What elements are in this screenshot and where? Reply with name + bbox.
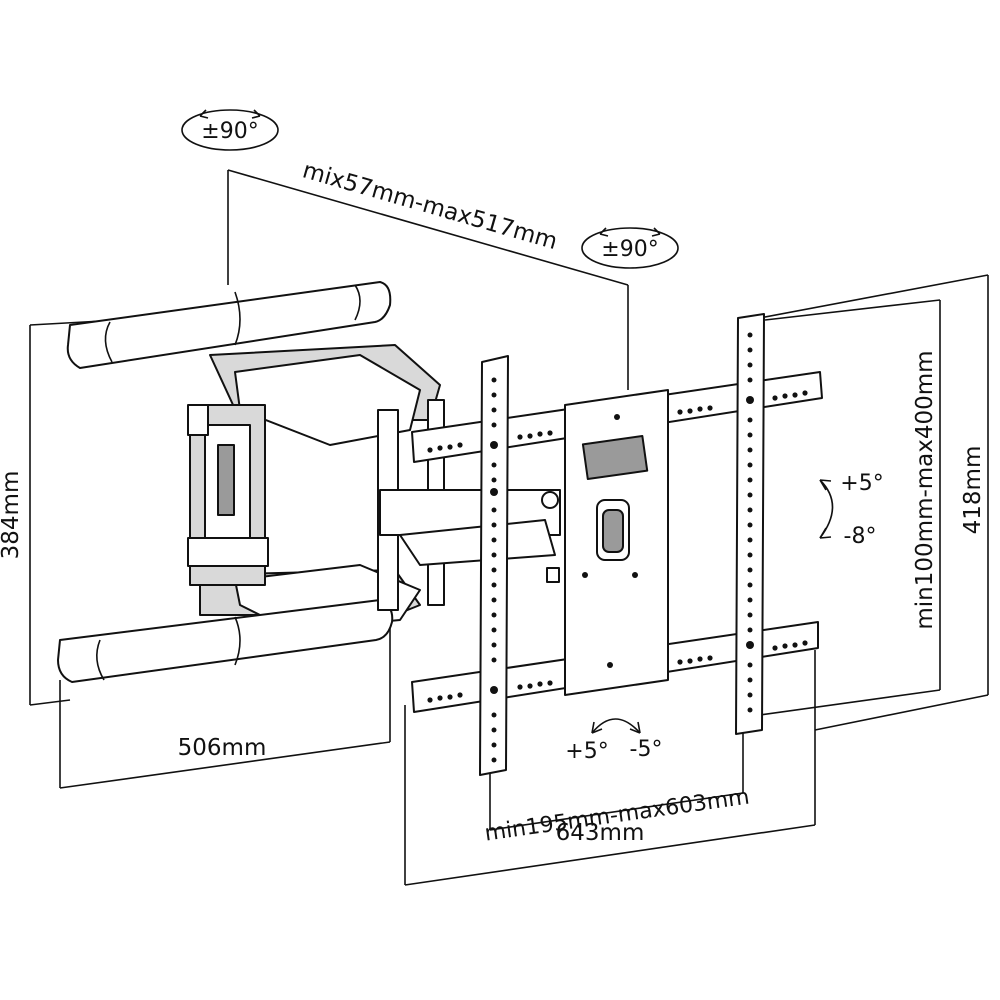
height-left-label: 384mm: [0, 471, 24, 560]
wall-plate: [187, 404, 269, 586]
swivel-right-indicator: [581, 227, 679, 269]
tilt-down-label: -8°: [844, 524, 877, 549]
rotate-plus-label: +5°: [565, 739, 608, 764]
pivot-columns: [377, 399, 561, 611]
swivel-left-indicator: [181, 109, 279, 151]
tilt-indicator: [819, 479, 834, 539]
width-plate-label: 643mm: [556, 820, 645, 846]
lower-arm: [57, 564, 421, 683]
rotate-indicator: [591, 718, 641, 734]
vertical-brackets: [479, 313, 765, 776]
arm-extension-label: mix57mm-max517mm: [300, 157, 561, 255]
height-right-label: 418mm: [960, 446, 986, 535]
rotate-minus-label: -5°: [630, 737, 663, 762]
center-plate: [541, 389, 669, 696]
swivel-right-label: ±90°: [601, 237, 658, 262]
tilt-up-label: +5°: [840, 471, 883, 496]
dimension-lines: [29, 169, 989, 886]
swivel-left-label: ±90°: [201, 119, 258, 144]
vesa-vertical-label: min100mm-max400mm: [912, 350, 938, 629]
width-arm-label: 506mm: [178, 735, 267, 761]
upper-arm: [66, 281, 441, 446]
